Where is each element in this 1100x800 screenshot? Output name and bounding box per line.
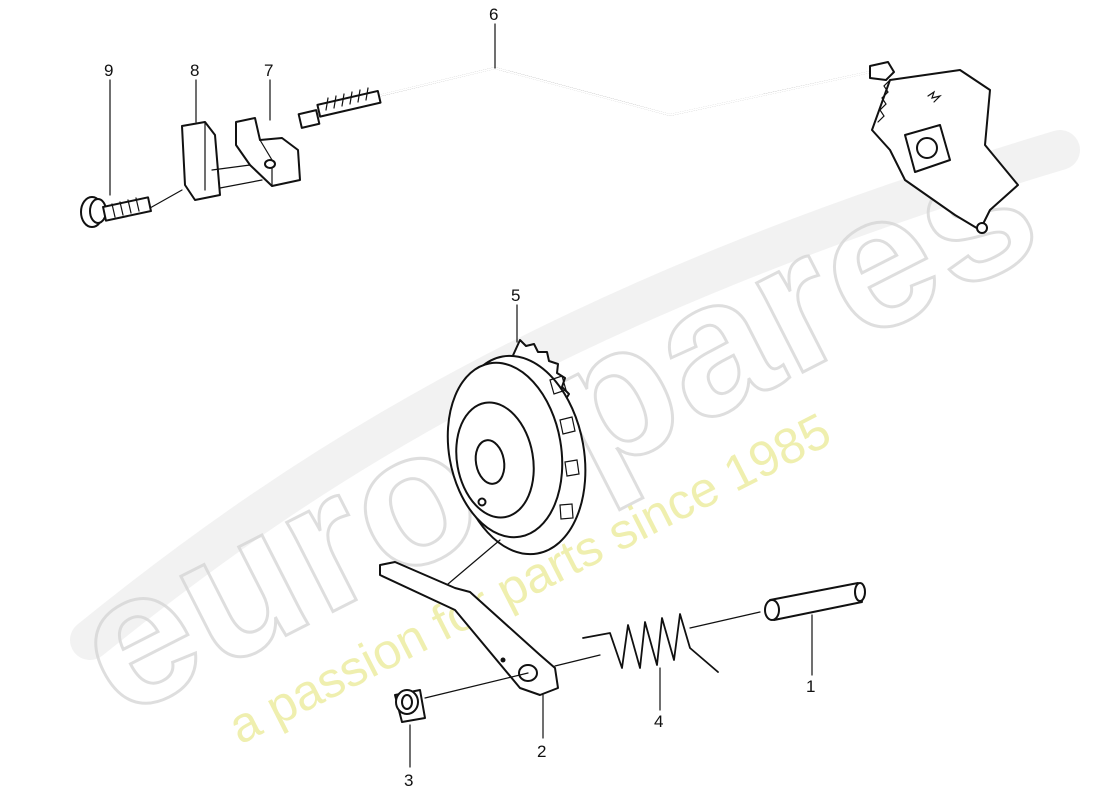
bushing (394, 689, 426, 723)
pin (764, 582, 866, 621)
callout-4: 4 (654, 712, 663, 731)
callout-3: 3 (404, 771, 413, 790)
sprocket (446, 339, 587, 556)
spring (582, 613, 719, 673)
leader-lines (109, 23, 813, 768)
cable (297, 61, 895, 129)
callout-9: 9 (104, 61, 113, 80)
callout-6: 6 (489, 5, 498, 24)
clip (181, 121, 221, 201)
callout-2: 2 (537, 742, 546, 761)
callout-8: 8 (190, 61, 199, 80)
assembly-lines-top (149, 164, 263, 209)
cable-clamp (235, 117, 301, 187)
screw (80, 196, 152, 228)
callout-5: 5 (511, 286, 520, 305)
callout-1: 1 (806, 677, 815, 696)
callout-7: 7 (264, 61, 273, 80)
cable-bracket (871, 69, 1019, 234)
assembly-lines-bottom (424, 539, 761, 699)
callouts: 9 8 7 6 5 1 2 3 4 (104, 5, 815, 790)
